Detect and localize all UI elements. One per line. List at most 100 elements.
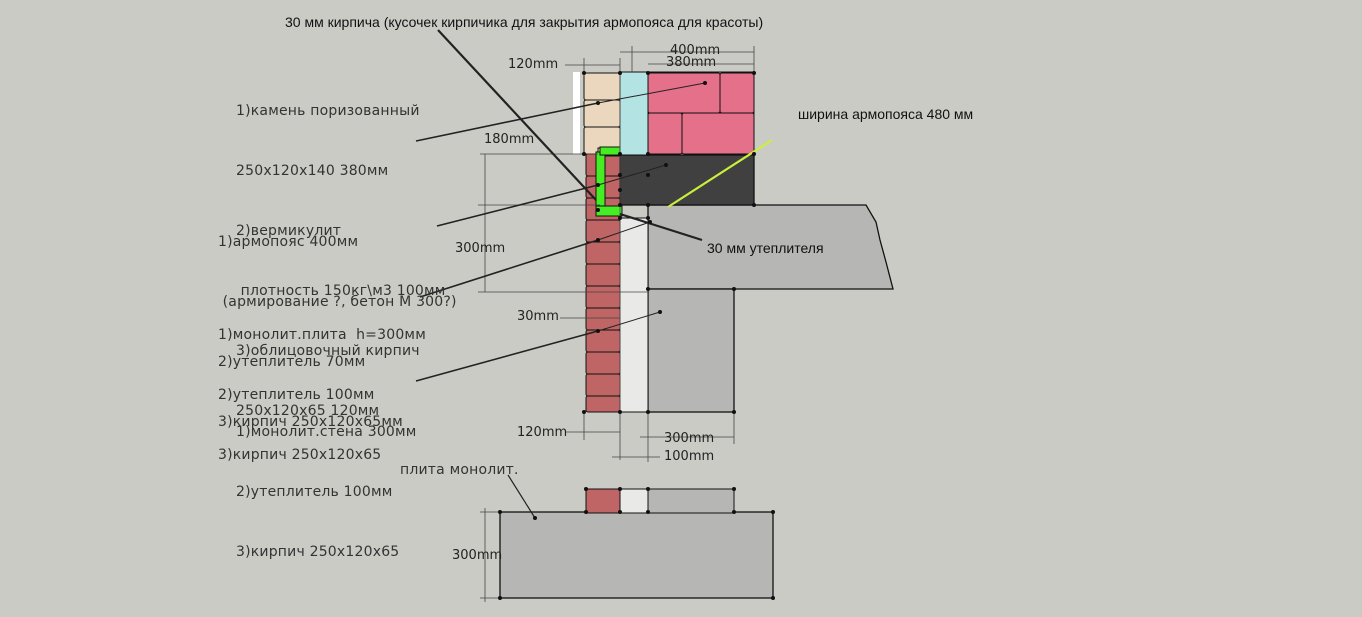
- junction-dot: [771, 510, 775, 514]
- brick: [583, 72, 621, 101]
- brick: [585, 241, 621, 265]
- junction-dot: [658, 310, 662, 314]
- porous-block: [647, 72, 721, 114]
- reinforced-belt: [619, 154, 755, 206]
- junction-dot: [618, 410, 622, 414]
- leader-lines: [415, 29, 706, 519]
- junction-dot: [664, 163, 668, 167]
- legend-line: 2)утеплитель 70мм: [218, 354, 366, 370]
- junction-dot: [732, 410, 736, 414]
- legend-line: 3)кирпич 250x120x65мм: [218, 414, 403, 430]
- legend-line: 2)утеплитель 100мм: [236, 484, 393, 500]
- junction-dot: [646, 152, 650, 156]
- legend-line: 250x120x140 380мм: [236, 163, 389, 179]
- legend-line: 1)армопояс 400мм: [218, 234, 359, 250]
- junction-dot: [498, 510, 502, 514]
- junction-dots: [498, 71, 775, 600]
- junction-dot: [618, 216, 622, 220]
- dim-120-top: 120mm: [508, 57, 559, 72]
- dim-300-left: 300mm: [455, 241, 506, 256]
- white-edge-strip: [573, 72, 580, 154]
- legend-line: 1)монолит.плита h=300мм: [218, 327, 426, 343]
- dim-100: 100mm: [664, 449, 715, 464]
- junction-dot: [646, 510, 650, 514]
- junction-dot: [618, 71, 622, 75]
- junction-dot: [752, 152, 756, 156]
- junction-dot: [771, 596, 775, 600]
- junction-dot: [646, 216, 650, 220]
- junction-dot: [646, 71, 650, 75]
- insulation-lower: [619, 217, 649, 413]
- porous-block: [647, 112, 683, 155]
- junction-dot: [752, 71, 756, 75]
- junction-dot: [582, 71, 586, 75]
- junction-dot: [584, 487, 588, 491]
- junction-dot: [596, 183, 600, 187]
- dim-300-bottom: 300mm: [664, 431, 715, 446]
- legend-line: 3)кирпич 250x120x65: [218, 447, 382, 463]
- junction-dot: [752, 203, 756, 207]
- porous-block-wall: [647, 71, 755, 156]
- brick: [585, 395, 621, 413]
- legend-line: 250x120x65 120мм: [236, 403, 380, 419]
- legend-bottom-slab: плита монолит.: [400, 462, 519, 478]
- dim-30: 30mm: [517, 309, 559, 324]
- legend-line: 1)камень поризованный: [236, 103, 420, 119]
- junction-dot: [618, 510, 622, 514]
- brick: [585, 351, 621, 375]
- facing-brick-upper: [583, 72, 621, 155]
- junction-dot: [732, 510, 736, 514]
- porous-block: [681, 112, 755, 155]
- junction-dot: [582, 410, 586, 414]
- junction-dot: [618, 173, 622, 177]
- junction-dot: [648, 220, 652, 224]
- junction-dot: [582, 152, 586, 156]
- belt-width-leader: [667, 139, 773, 208]
- junction-dot: [732, 287, 736, 291]
- junction-dot: [596, 238, 600, 242]
- junction-dot: [618, 203, 622, 207]
- junction-dot: [646, 487, 650, 491]
- legend-belt: 1)армопояс 400мм (армирование ?, бетон М…: [218, 192, 457, 452]
- dimension-lines: [478, 46, 755, 602]
- junction-dot: [646, 287, 650, 291]
- junction-dot: [596, 329, 600, 333]
- junction-dot: [584, 510, 588, 514]
- legend-wall-lower: 1)монолит.стена 300мм 2)утеплитель 100мм…: [236, 382, 417, 582]
- junction-dot: [703, 81, 707, 85]
- brick: [585, 263, 621, 287]
- legend-line: плотность 150кг\м3 100мм: [236, 283, 446, 299]
- junction-dot: [646, 203, 650, 207]
- junction-dot: [732, 487, 736, 491]
- junction-dot: [646, 173, 650, 177]
- brick: [585, 285, 621, 309]
- legend-slab: 1)монолит.плита h=300мм 2)утеплитель 100…: [218, 285, 426, 485]
- dim-380: 380mm: [666, 55, 717, 70]
- dim-120-bottom: 120mm: [517, 425, 568, 440]
- junction-dot: [618, 487, 622, 491]
- vermiculite-layer: [619, 71, 649, 156]
- legend-line: (армирование ?, бетон М 300?): [218, 294, 457, 310]
- legend-line: 1)монолит.стена 300мм: [236, 424, 417, 440]
- bottom-slab-detail: [499, 488, 774, 599]
- legend-line: 2)вермикулит: [236, 223, 342, 239]
- legend-wall-upper: 1)камень поризованный 250x120x140 380мм …: [236, 61, 446, 441]
- legend-line: 3)кирпич 250x120x65: [236, 544, 400, 560]
- porous-block: [719, 72, 755, 114]
- junction-dot: [498, 596, 502, 600]
- top-note: 30 мм кирпича (кусочек кирпичика для зак…: [285, 14, 764, 30]
- dim-180: 180mm: [484, 132, 535, 147]
- monolithic-wall-lower: [647, 288, 735, 413]
- brick: [585, 307, 621, 331]
- junction-dot: [596, 208, 600, 212]
- dim-300-slab: 300mm: [452, 548, 503, 563]
- legend-line: 2)утеплитель 100мм: [218, 387, 375, 403]
- junction-dot: [618, 152, 622, 156]
- junction-dot: [618, 188, 622, 192]
- insulation-note: 30 мм утеплителя: [707, 240, 824, 256]
- junction-dot: [646, 410, 650, 414]
- junction-dot: [596, 101, 600, 105]
- belt-width-note: ширина армопояса 480 мм: [798, 106, 974, 122]
- junction-dot: [533, 516, 537, 520]
